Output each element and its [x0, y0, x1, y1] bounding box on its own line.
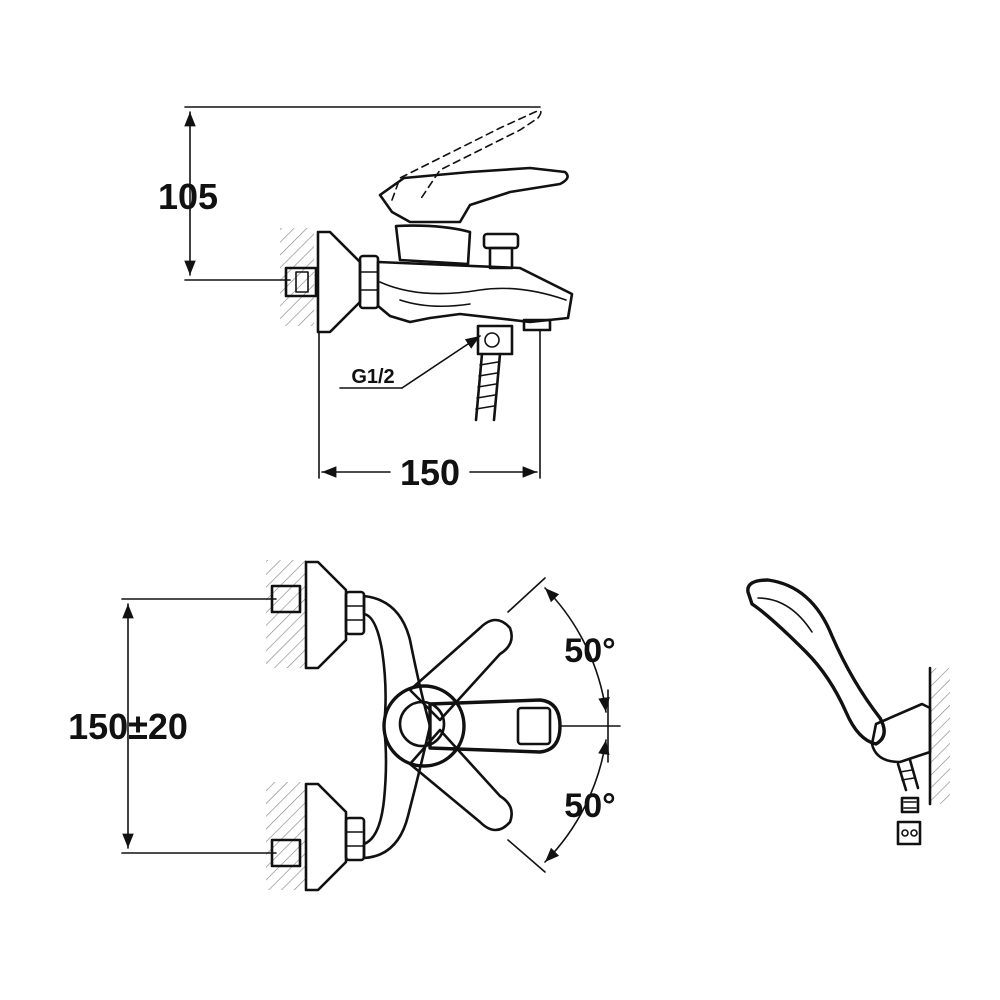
spacing-dimension-label: 150±20: [68, 706, 188, 747]
angle-lower-label: 50°: [564, 787, 615, 825]
width-dimension-label: 150: [400, 452, 460, 493]
height-dimension-label: 105: [158, 176, 218, 217]
top-view: 150±20 50° 50°: [68, 560, 621, 892]
wall-hatch-lower: [266, 782, 306, 890]
side-view: 105 G1/2: [158, 106, 574, 493]
wall-hatch-shower: [930, 668, 950, 804]
hand-shower-view: [746, 578, 950, 846]
angle-upper-label: 50°: [564, 632, 615, 670]
wall-hatch-upper: [266, 560, 306, 668]
thread-label: G1/2: [351, 366, 394, 388]
